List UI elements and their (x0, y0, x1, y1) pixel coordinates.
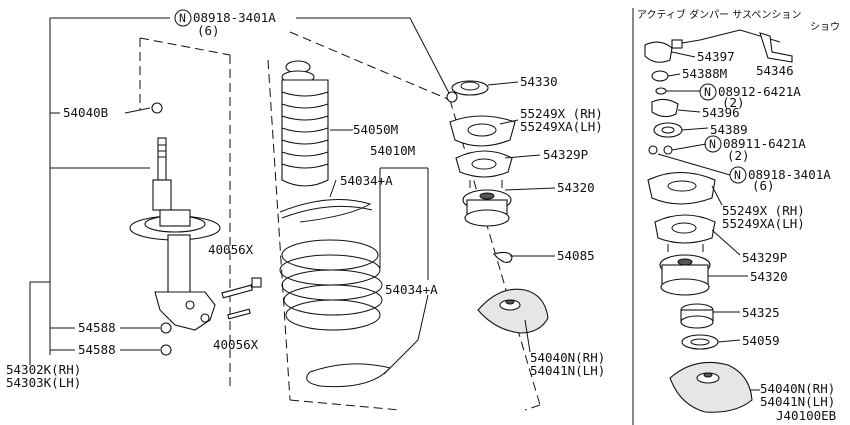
dust-boot (281, 60, 329, 187)
label-54330: 54330 (520, 74, 558, 89)
strut-assembly (129, 102, 262, 356)
label-54303k: 54303K(LH) (6, 375, 81, 390)
label-40056x-1: 40056X (208, 242, 254, 257)
dashed-guides (139, 31, 541, 411)
label-54320: 54320 (557, 180, 595, 195)
diagram-code: J40100EB (776, 408, 836, 423)
label-r08918-qty: (6) (752, 178, 775, 193)
label-54040n: 54040N(RH) (530, 350, 605, 365)
top-bolt-leader-2 (409, 17, 451, 96)
n-mark-top: N (179, 11, 186, 25)
n-mark-08918: N (734, 168, 741, 182)
label-55249x: 55249X (RH) (520, 106, 603, 121)
label-54034a-1: 54034+A (340, 173, 393, 188)
coil-spring (279, 199, 391, 388)
mount-stack (446, 80, 549, 334)
inset-parts (644, 29, 793, 413)
label-08912-qty: (2) (722, 95, 745, 110)
label-54302k: 54302K(RH) (6, 362, 81, 377)
left-bracket (29, 17, 170, 365)
label-54346: 54346 (756, 63, 794, 78)
label-54040b: 54040B (63, 105, 108, 120)
label-54588-2: 54588 (78, 342, 116, 357)
label-08911-6421a: 08911-6421A (723, 136, 806, 151)
label-54050m: 54050M (353, 122, 398, 137)
label-r54325: 54325 (742, 305, 780, 320)
inset-header-jp-2: ショウ (810, 21, 840, 33)
label-top-bolt-qty: (6) (197, 23, 220, 38)
label-08911-qty: (2) (727, 148, 750, 163)
label-54389: 54389 (710, 122, 748, 137)
label-r55249x: 55249X (RH) (722, 203, 805, 218)
label-54397: 54397 (697, 49, 735, 64)
label-r54041n: 54041N(LH) (760, 394, 835, 409)
inset-header-jp: アクティブ ダンパー サスペンション (637, 8, 801, 21)
label-r55249xa: 55249XA(LH) (722, 216, 805, 231)
label-r08918-3401a: 08918-3401A (748, 167, 831, 182)
label-r54040n: 54040N(RH) (760, 381, 835, 396)
label-08912-6421a: 08912-6421A (718, 84, 801, 99)
label-54388m: 54388M (682, 66, 727, 81)
label-r54329p: 54329P (742, 250, 787, 265)
label-54034a-2: 54034+A (385, 282, 438, 297)
label-08918-3401a: 08918-3401A (193, 10, 276, 25)
label-54329p: 54329P (543, 147, 588, 162)
label-r54320: 54320 (750, 269, 788, 284)
label-54010m: 54010M (370, 143, 415, 158)
label-54396: 54396 (702, 105, 740, 120)
label-r54059: 54059 (742, 333, 780, 348)
n-mark-08911: N (709, 137, 716, 151)
n-mark-08912: N (704, 85, 711, 99)
label-40056x-2: 40056X (213, 337, 259, 352)
spring-leaders (329, 129, 429, 375)
mount-leaders (487, 81, 556, 353)
label-54085: 54085 (557, 248, 595, 263)
label-54588-1: 54588 (78, 320, 116, 335)
inset-leaders (657, 51, 760, 391)
label-54041n: 54041N(LH) (530, 363, 605, 378)
circle-n-marks (174, 9, 747, 184)
label-55249xa: 55249XA(LH) (520, 119, 603, 134)
